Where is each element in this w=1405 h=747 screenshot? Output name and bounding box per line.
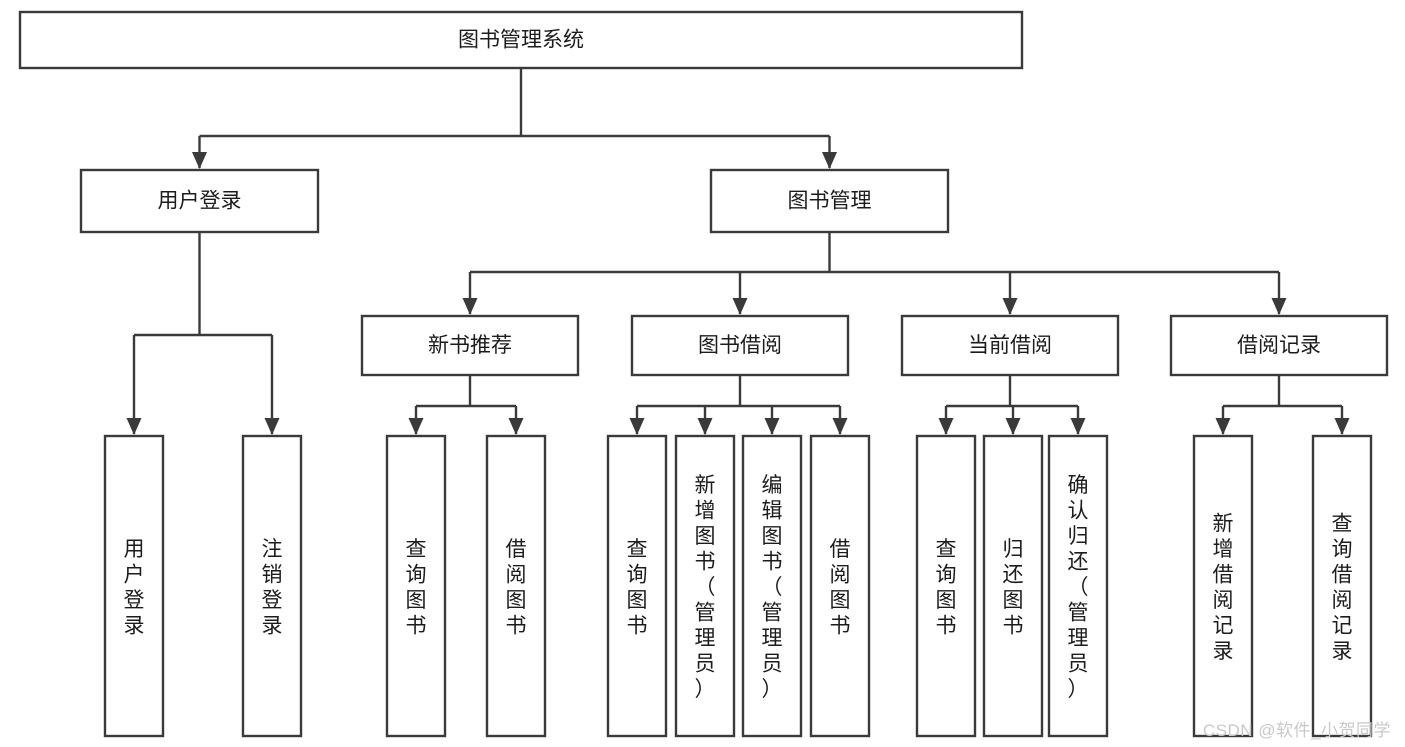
node-box-归还图书 — [982, 434, 1044, 738]
arrow-head-icon-root-0 — [192, 152, 207, 169]
arrow-head-icon-mod0-1 — [508, 418, 524, 435]
node-label-当前借阅: 当前借阅 — [968, 334, 1052, 357]
arrow-head-icon-book-mgmt-2 — [1002, 298, 1018, 315]
node-label-借阅记录: 借阅记录 — [1237, 334, 1321, 357]
arrow-head-icon-root-1 — [822, 152, 837, 169]
arrow-head-icon-mod1-1 — [697, 418, 713, 435]
node-label-用户登录: 用户登录 — [158, 190, 242, 213]
node-label-新增借阅记录: 新增借阅记录 — [1213, 512, 1234, 663]
node-label-查询图书: 查询图书 — [406, 538, 427, 638]
arrow-head-icon-mod2-0 — [938, 418, 954, 435]
node-label-新增图书管理员: 新增图书（管理员） — [695, 474, 716, 701]
node-label-查询图书: 查询图书 — [936, 538, 957, 638]
connector-layer — [126, 68, 1350, 435]
node-label-图书管理系统: 图书管理系统 — [458, 29, 584, 52]
node-box-查询图书 — [915, 434, 977, 738]
node-label-图书借阅: 图书借阅 — [698, 334, 782, 357]
node-label-查询借阅记录: 查询借阅记录 — [1332, 512, 1353, 663]
node-label-用户登录: 用户登录 — [124, 538, 145, 638]
node-box-注销登录 — [241, 434, 303, 738]
node-box-新书推荐 — [360, 314, 580, 377]
node-box-用户登录 — [79, 168, 320, 234]
node-label-图书管理: 图书管理 — [788, 190, 872, 213]
node-box-新增借阅记录 — [1192, 434, 1254, 738]
node-box-借阅图书 — [809, 434, 871, 738]
node-label-借阅图书: 借阅图书 — [506, 538, 527, 638]
arrow-head-icon-user-login-1 — [264, 418, 280, 435]
arrow-head-icon-mod1-0 — [629, 418, 645, 435]
node-box-图书管理系统 — [18, 10, 1024, 70]
node-label-新书推荐: 新书推荐 — [428, 334, 512, 357]
arrow-head-icon-book-mgmt-1 — [732, 298, 748, 315]
node-box-借阅记录 — [1169, 314, 1389, 377]
arrow-head-icon-mod2-2 — [1070, 418, 1086, 435]
node-box-查询图书 — [385, 434, 447, 738]
arrow-head-icon-user-login-0 — [126, 418, 142, 435]
node-box-图书借阅 — [630, 314, 850, 377]
node-box-确认归还管理员 — [1047, 434, 1109, 738]
node-box-编辑图书管理员 — [741, 434, 803, 738]
arrow-head-icon-book-mgmt-3 — [1271, 298, 1287, 315]
node-box-图书管理 — [709, 168, 950, 234]
node-box-查询图书 — [606, 434, 668, 738]
arrow-head-icon-mod2-1 — [1005, 418, 1021, 435]
node-box-查询借阅记录 — [1311, 434, 1373, 738]
node-label-确认归还管理员: 确认归还（管理员） — [1068, 474, 1089, 701]
node-box-借阅图书 — [485, 434, 547, 738]
arrow-head-icon-mod1-3 — [832, 418, 848, 435]
node-layer: 图书管理系统用户登录图书管理用户登录注销登录新书推荐图书借阅当前借阅借阅记录查询… — [18, 10, 1389, 738]
arrow-head-icon-book-mgmt-0 — [462, 298, 478, 315]
node-box-当前借阅 — [900, 314, 1120, 377]
node-label-查询图书: 查询图书 — [627, 538, 648, 638]
arrow-head-icon-mod0-0 — [408, 418, 424, 435]
node-label-注销登录: 注销登录 — [262, 538, 283, 638]
node-label-归还图书: 归还图书 — [1003, 538, 1024, 638]
node-box-用户登录 — [103, 434, 165, 738]
node-label-借阅图书: 借阅图书 — [830, 538, 851, 638]
node-label-编辑图书管理员: 编辑图书（管理员） — [762, 474, 783, 701]
arrow-head-icon-mod1-2 — [764, 418, 780, 435]
node-box-新增图书管理员 — [674, 434, 736, 738]
arrow-head-icon-mod3-0 — [1215, 418, 1231, 435]
arrow-head-icon-mod3-1 — [1334, 418, 1350, 435]
